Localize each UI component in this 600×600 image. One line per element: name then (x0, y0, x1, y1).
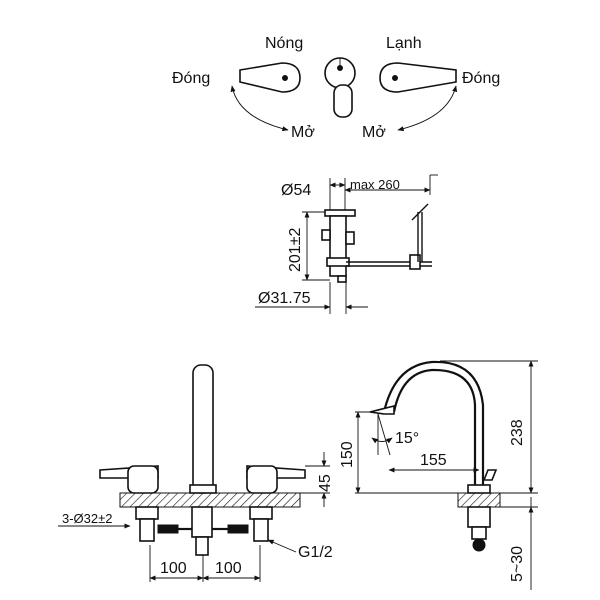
dim-spacing-right: 100 (215, 560, 242, 577)
dim-angle: 15° (395, 430, 419, 447)
dim-spacing-left: 100 (160, 560, 187, 577)
dim-holes: 3-Ø32±2 (62, 511, 113, 526)
cold-rotation-arc (397, 85, 458, 132)
dim-238: 238 (509, 419, 526, 446)
dim-diameter-3175: Ø31.75 (258, 290, 311, 307)
dim-height-201: 201±2 (287, 228, 304, 272)
front-view: 3-Ø32±2 100 100 G1/2 45 (58, 364, 334, 582)
spout-side-view: 150 15° 155 238 5~30 (339, 360, 538, 590)
label-cold: Lạnh (386, 35, 422, 52)
hot-lever-top-view (239, 62, 301, 93)
label-close-left: Đóng (172, 70, 210, 87)
label-open-left: Mở (291, 124, 315, 141)
side-dimension-view: Ø54 max 260 201±2 Ø31.75 (255, 174, 438, 314)
dim-150: 150 (339, 441, 356, 468)
cold-lever-top-view (379, 62, 457, 93)
dim-thread: G1/2 (298, 544, 333, 561)
dim-deck-45: 45 (317, 474, 334, 492)
hot-rotation-arc (230, 85, 289, 132)
dim-diameter-54: Ø54 (281, 182, 311, 199)
label-close-right: Đóng (462, 70, 500, 87)
spout-top-view (324, 57, 356, 118)
label-hot: Nóng (265, 35, 303, 52)
handle-operation-diagram: Nóng Lạnh Đóng Đóng Mở Mở (172, 35, 500, 141)
dim-5-30: 5~30 (509, 546, 526, 582)
dim-155: 155 (420, 452, 447, 469)
label-open-right: Mở (362, 124, 386, 141)
